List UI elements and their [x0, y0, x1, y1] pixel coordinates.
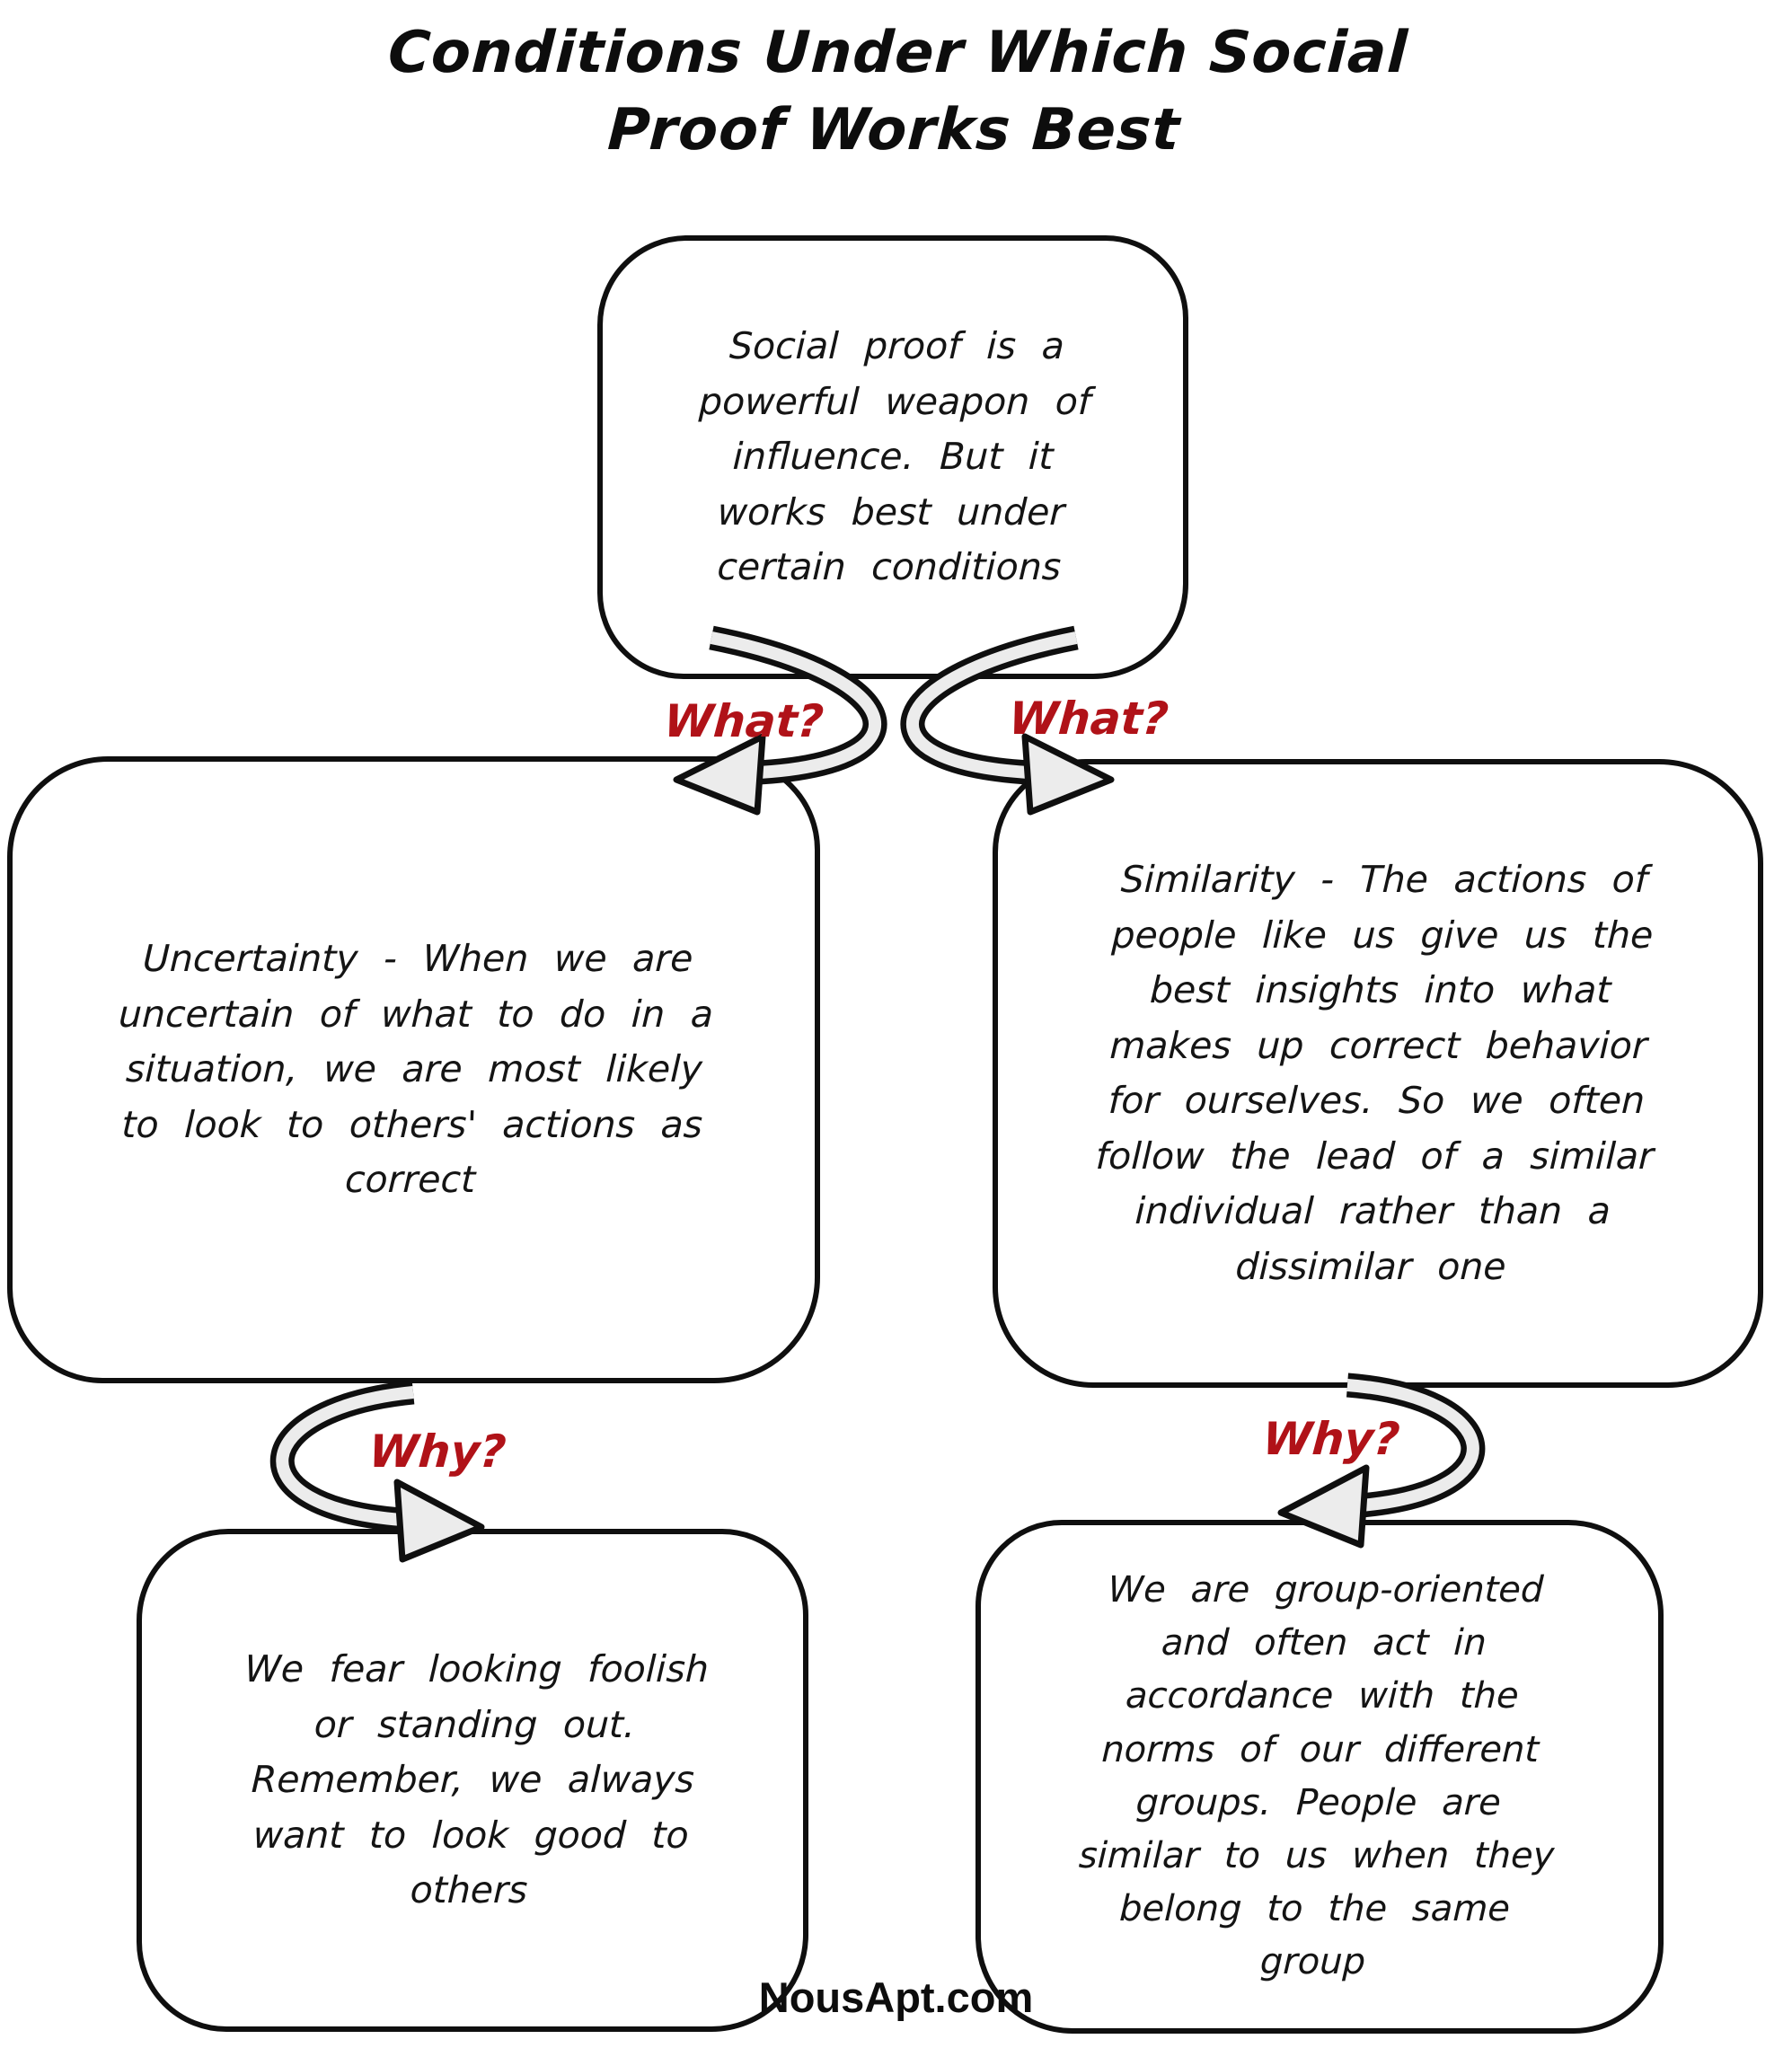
node-similarity: Similarity - The actions of people like …	[993, 759, 1763, 1388]
diagram-title: Conditions Under Which Social Proof Work…	[386, 20, 1410, 164]
node-fear-reason: We fear looking foolish or standing out.…	[137, 1529, 808, 2032]
node-uncertainty-text: Uncertainty - When we are uncertain of w…	[117, 937, 714, 1202]
node-uncertainty: Uncertainty - When we are uncertain of w…	[7, 756, 820, 1383]
node-social-proof-text: Social proof is a powerful weapon of inf…	[698, 324, 1092, 589]
why-label-left: Why?	[366, 1426, 508, 1478]
node-social-proof: Social proof is a powerful weapon of inf…	[597, 235, 1188, 679]
node-fear-reason-text: We fear looking foolish or standing out.…	[243, 1647, 710, 1912]
why-label-right: Why?	[1260, 1413, 1402, 1465]
node-similarity-text: Similarity - The actions of people like …	[1095, 858, 1655, 1288]
watermark-text: NousApt.com	[758, 1973, 1034, 2021]
node-group-reason: We are group-oriented and often act in a…	[975, 1520, 1664, 2034]
what-label-right: What?	[1007, 693, 1170, 745]
what-label-left: What?	[662, 695, 825, 747]
node-group-reason-text: We are group-oriented and often act in a…	[1078, 1569, 1556, 1983]
